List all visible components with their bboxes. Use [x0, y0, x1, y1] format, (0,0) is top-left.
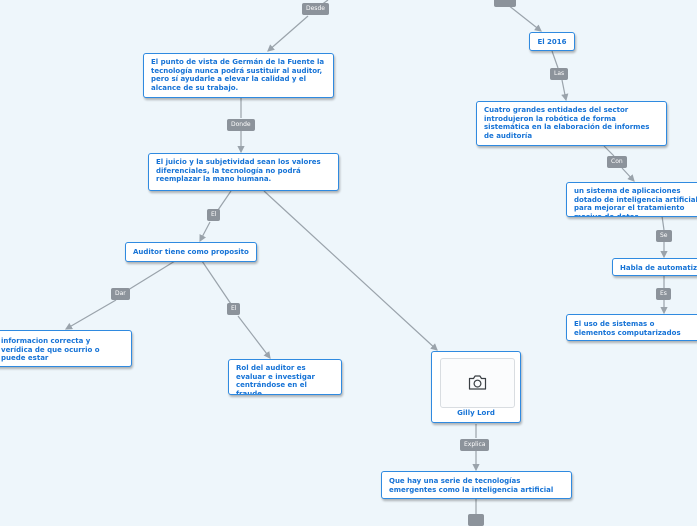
edge-n10-to-se [661, 215, 665, 231]
topic-node-automatizacion[interactable]: Habla de automatización [612, 258, 697, 276]
topic-node-el-2016[interactable]: El 2016 [529, 32, 575, 51]
connector-label-bottom [468, 514, 484, 526]
edge-n3-to-dar [127, 260, 176, 291]
connector-label-explica: Explica [460, 439, 490, 451]
edge-top-to-n8 [507, 4, 542, 32]
edge-desde-to-n1 [267, 15, 309, 52]
edge-n2-to-el [217, 190, 232, 211]
connector-label-top-right [494, 0, 516, 7]
image-placeholder [440, 358, 515, 408]
topic-node-sistema-aplicaciones[interactable]: un sistema de aplicaciones dotado de int… [566, 182, 697, 217]
topic-node-tecnologias-emergentes[interactable]: Que hay una serie de tecnologías emergen… [381, 471, 572, 499]
edge-n9-to-con [603, 145, 615, 157]
edge-dar-to-n4 [64, 299, 117, 330]
topic-node-rol-del-auditor[interactable]: Rol del auditor es evaluar e investigar … [228, 359, 342, 395]
connector-label-se: Se [656, 230, 672, 242]
connector-label-dar: Dar [111, 288, 130, 300]
connector-label-las: Las [550, 68, 569, 80]
gilly-lord-caption: Gilly Lord [457, 409, 495, 417]
connector-label-donde: Donde [227, 119, 255, 131]
topic-node-auditor-proposito[interactable]: Auditor tiene como proposito [125, 242, 257, 262]
edge-las-to-n9 [561, 79, 569, 102]
edge-con-to-n10 [621, 167, 635, 182]
topic-node-sistemas-computarizados[interactable]: El uso de sistemas o elementos computari… [566, 314, 697, 341]
edge-n8-to-las [551, 50, 559, 69]
connector-label-es: Es [656, 288, 671, 300]
connector-label-con: Con [607, 156, 627, 168]
topic-node-informacion-correcta[interactable]: informacion correcta y verídica de que o… [0, 330, 132, 367]
topic-node-cuatro-grandes-entidades[interactable]: Cuatro grandes entidades del sector intr… [476, 101, 667, 146]
connector-label-desde: Desde [302, 3, 329, 15]
edge-n2-to-n6 [263, 190, 438, 351]
topic-node-gilly-lord[interactable]: Gilly Lord [431, 351, 521, 423]
edge-el-to-n3 [199, 221, 211, 243]
connector-label-el-2: El [227, 303, 241, 315]
edge-n3-to-el2 [201, 260, 232, 305]
edge-el2-to-n5 [237, 315, 271, 359]
topic-node-juicio-subjetividad[interactable]: El juicio y la subjetividad sean los val… [148, 153, 339, 191]
camera-icon [468, 375, 487, 390]
topic-node-german-de-la-fuente[interactable]: El punto de vista de Germán de la Fuente… [143, 53, 334, 98]
connector-label-el: El [207, 209, 221, 221]
